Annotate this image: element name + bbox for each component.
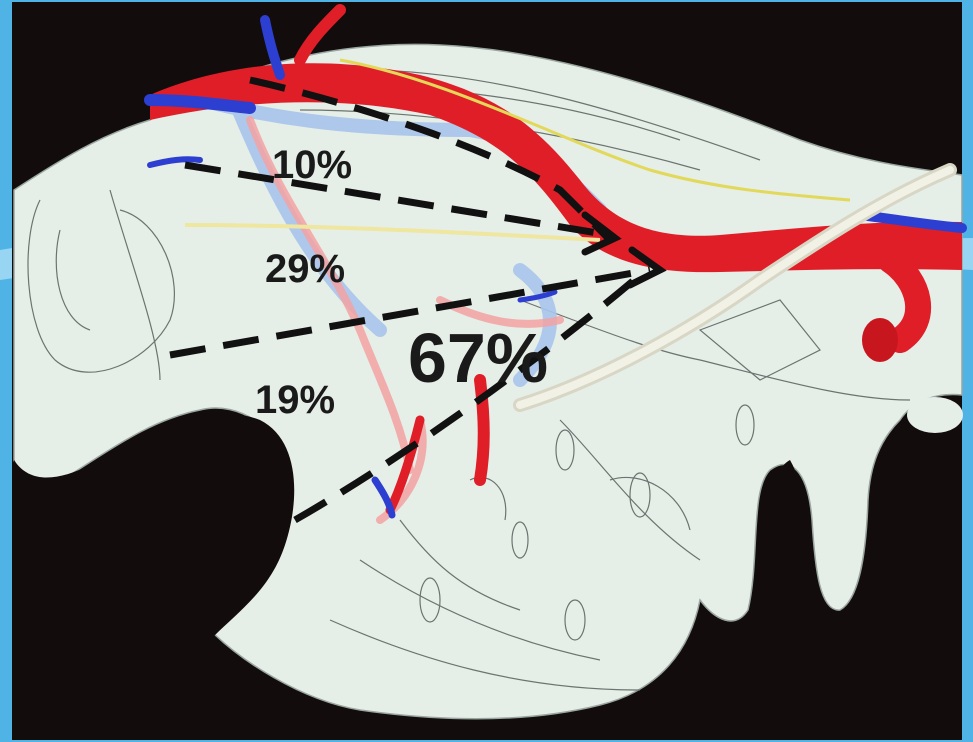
label-19-percent: 19% bbox=[255, 378, 335, 422]
label-10-percent: 10% bbox=[272, 143, 352, 187]
artery-cut-end bbox=[862, 318, 898, 362]
label-67-percent: 67% bbox=[408, 319, 548, 397]
label-29-percent: 29% bbox=[265, 247, 345, 291]
tube-tip bbox=[907, 397, 963, 433]
